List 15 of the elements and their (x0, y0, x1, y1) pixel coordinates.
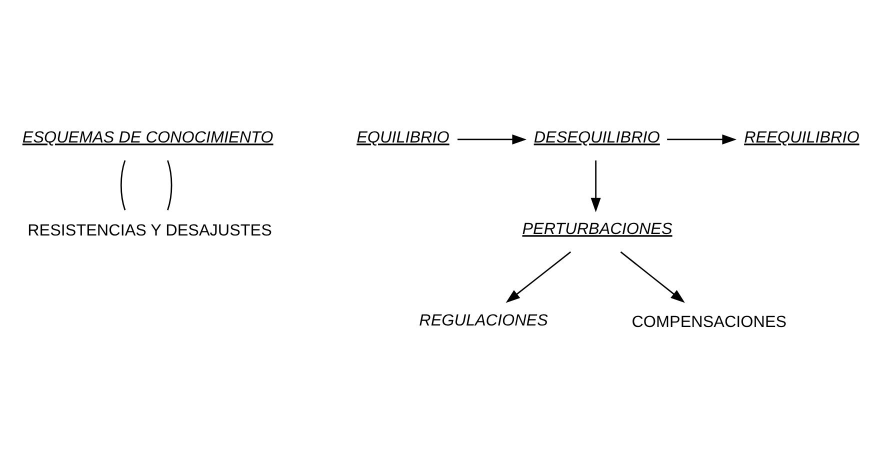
connector (120, 160, 126, 210)
node-text: REEQUILIBRIO (744, 128, 860, 146)
node-text: PERTURBACIONES (522, 220, 672, 238)
arrow (590, 160, 601, 212)
arrow (667, 134, 737, 144)
connector (167, 160, 172, 210)
node-text: EQUILIBRIO (356, 128, 450, 146)
node-text: COMPENSACIONES (632, 312, 787, 330)
node-text: DESEQUILIBRIO (534, 128, 660, 146)
node-text: ESQUEMAS DE CONOCIMIENTO (22, 128, 274, 146)
arrow (458, 134, 527, 144)
node-text: RESISTENCIAS Y DESAJUSTES (28, 220, 272, 239)
arrow (620, 250, 685, 302)
node-text: REGULACIONES (419, 311, 548, 330)
arrow (506, 250, 572, 302)
